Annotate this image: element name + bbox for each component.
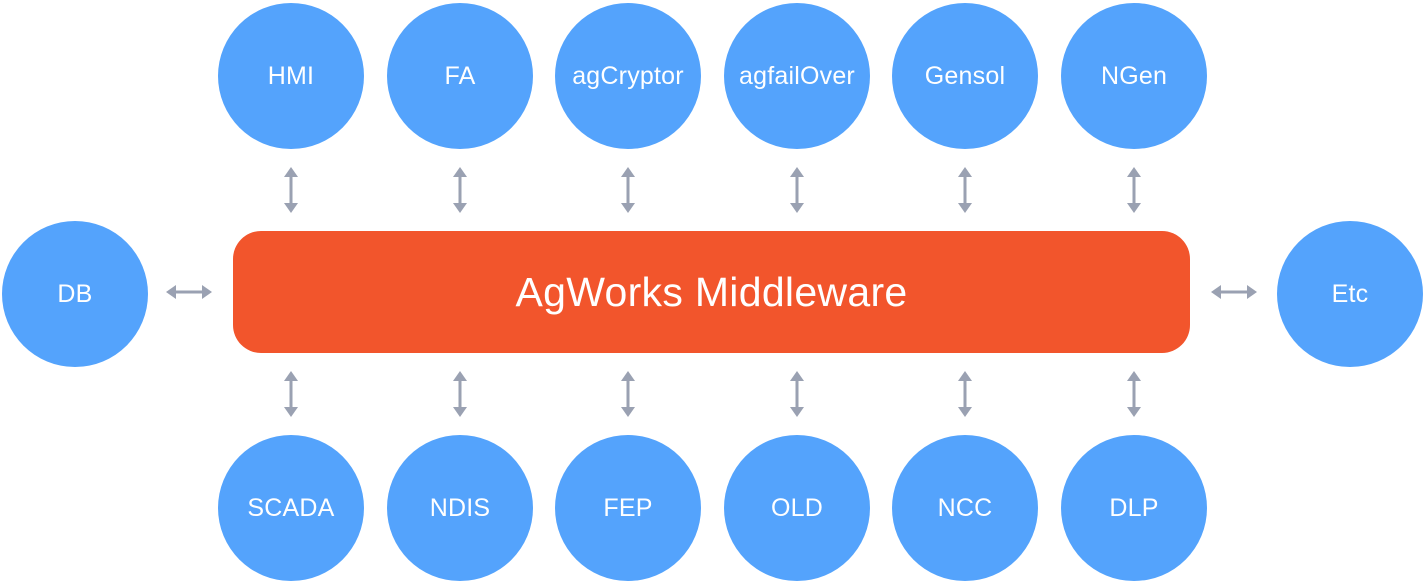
node-scada: SCADA: [218, 435, 364, 581]
node-hmi: HMI: [218, 3, 364, 149]
arrow-ngen: [1127, 167, 1141, 213]
node-etc: Etc: [1277, 221, 1423, 367]
arrow-old: [790, 371, 804, 417]
node-ngen: NGen: [1061, 3, 1207, 149]
arrow-hmi: [284, 167, 298, 213]
node-agcryptor: agCryptor: [555, 3, 701, 149]
arrow-agcryptor: [621, 167, 635, 213]
node-old: OLD: [724, 435, 870, 581]
arrow-db: [166, 285, 212, 299]
node-ndis: NDIS: [387, 435, 533, 581]
arrow-ncc: [958, 371, 972, 417]
node-dlp: DLP: [1061, 435, 1207, 581]
arrow-gensol: [958, 167, 972, 213]
node-db: DB: [2, 221, 148, 367]
arrow-fep: [621, 371, 635, 417]
node-ncc: NCC: [892, 435, 1038, 581]
arrow-fa: [453, 167, 467, 213]
arrow-agfailover: [790, 167, 804, 213]
arrow-scada: [284, 371, 298, 417]
node-agfailover: agfailOver: [724, 3, 870, 149]
node-fep: FEP: [555, 435, 701, 581]
middleware-hub: AgWorks Middleware: [233, 231, 1190, 353]
arrow-dlp: [1127, 371, 1141, 417]
arrow-ndis: [453, 371, 467, 417]
node-gensol: Gensol: [892, 3, 1038, 149]
node-fa: FA: [387, 3, 533, 149]
arrow-etc: [1211, 285, 1257, 299]
